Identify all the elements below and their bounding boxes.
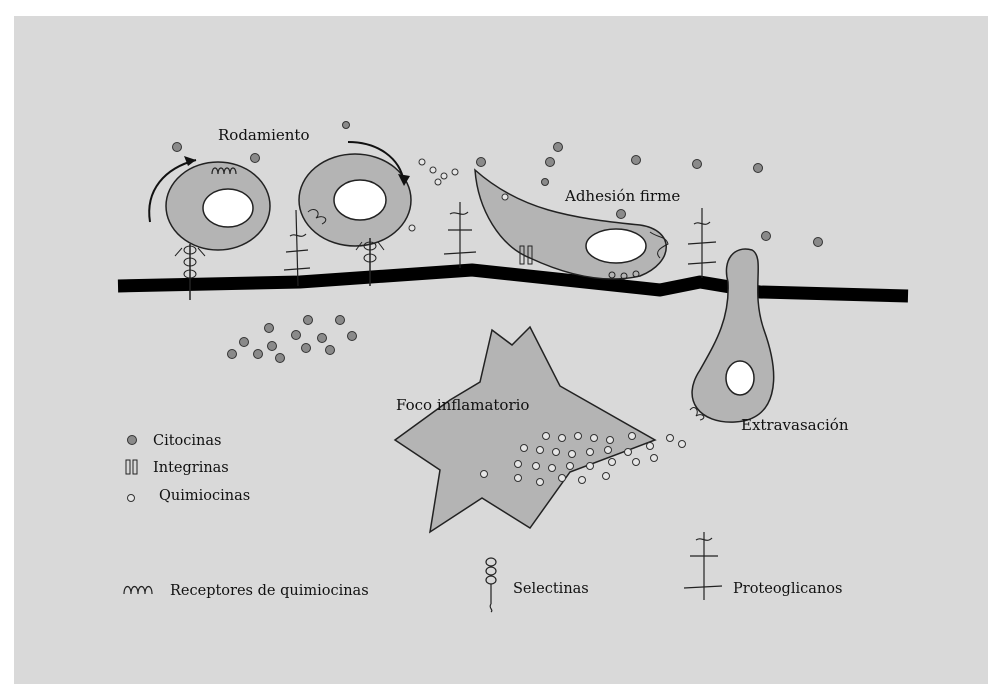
label-rolling: Rodamiento xyxy=(218,126,310,144)
legend-integrins: Integrinas xyxy=(153,460,229,476)
legend-chemokine-symbol xyxy=(128,495,135,502)
proteoglycan-3 xyxy=(688,208,716,278)
label-extravasation: Extravasación xyxy=(741,416,849,434)
inflammatory-focus xyxy=(395,327,655,532)
legend-proteoglycan-icon xyxy=(684,532,722,600)
label-inflammatory-focus: Foco inflamatorio xyxy=(396,396,529,414)
legend-selectin-icon xyxy=(486,558,496,612)
figure-panel: Rodamiento Adhesión firme Foco inflamato… xyxy=(14,16,988,684)
label-firm-adhesion: Adhesión firme xyxy=(564,187,680,205)
endothelium-membrane xyxy=(118,270,908,296)
leukocyte-adhesion-diagram: Rodamiento Adhesión firme Foco inflamato… xyxy=(14,16,988,684)
legend-cytokine-symbol xyxy=(128,436,137,445)
proteoglycan-2 xyxy=(444,202,476,268)
legend-chemokine-receptor-icon xyxy=(124,587,152,595)
legend-chemokines: Quimiocinas xyxy=(159,488,250,504)
legend-proteoglycans: Proteoglicanos xyxy=(733,581,842,597)
legend-cytokines: Citocinas xyxy=(153,433,221,449)
legend-chemokine-receptors: Receptores de quimiocinas xyxy=(170,583,369,599)
legend-selectins: Selectinas xyxy=(513,581,589,597)
leukocyte-2 xyxy=(299,154,411,286)
cytokines-tissue xyxy=(228,316,357,363)
legend-integrin-symbol xyxy=(126,460,137,474)
